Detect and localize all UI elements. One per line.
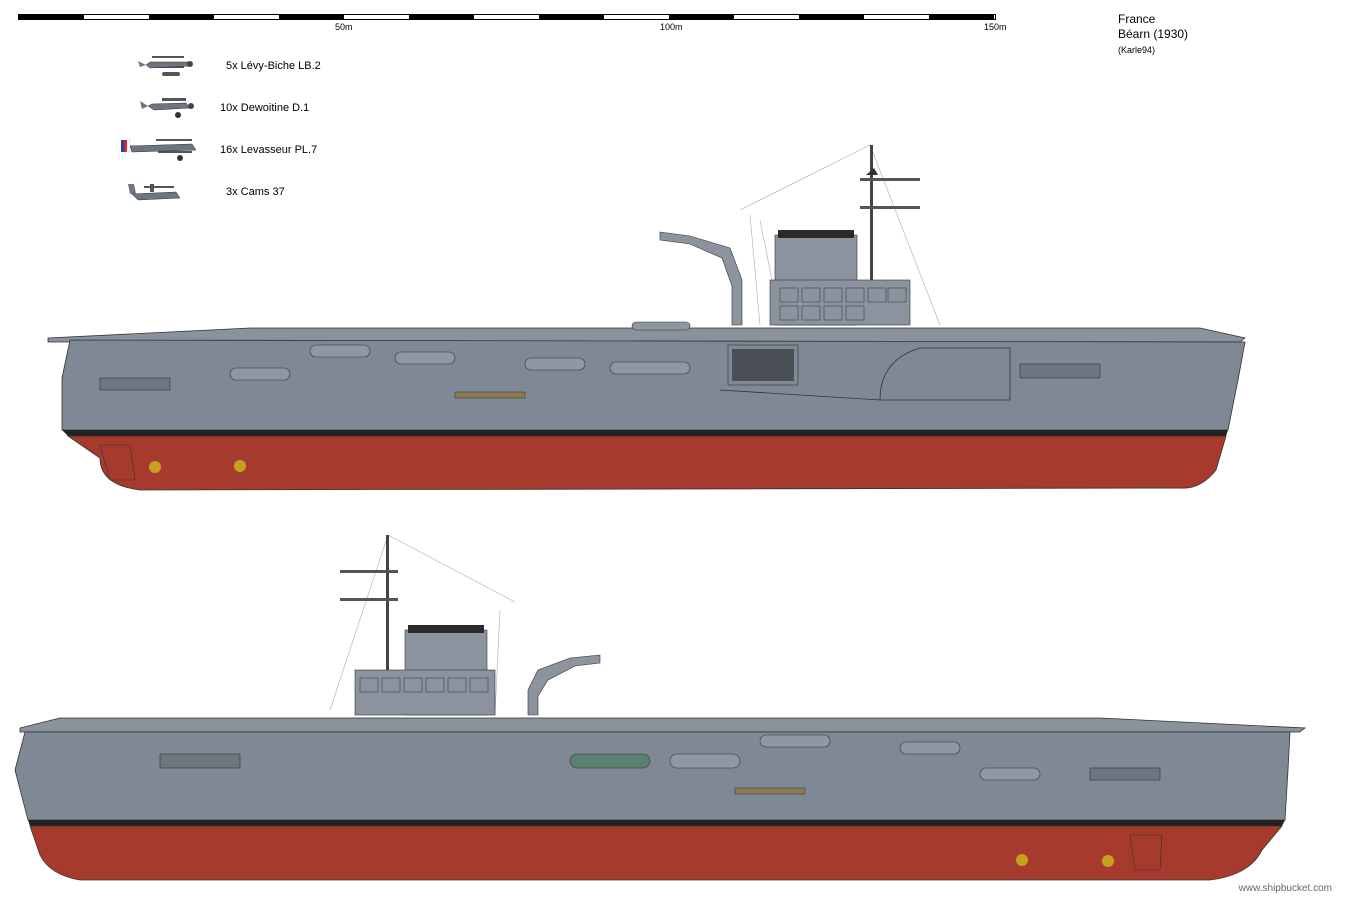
gun-casemate-fwd xyxy=(1019,363,1101,379)
ship-profile-starboard xyxy=(47,144,1246,491)
country-label: France xyxy=(1118,12,1156,26)
ship-name: Béarn (1930) xyxy=(1118,27,1189,41)
island-superstructure xyxy=(769,230,911,326)
scale-label-100m: 100m xyxy=(660,22,683,32)
ship-profile-port xyxy=(14,534,1307,881)
gun-casemate-aft xyxy=(99,377,171,391)
aircraft-label: 3x Cams 37 xyxy=(226,186,285,198)
flight-deck xyxy=(47,327,1246,343)
island-superstructure xyxy=(354,625,496,716)
aircraft-row-cams: 3x Cams 37 xyxy=(120,178,340,206)
title-block: France Béarn (1930) (Karle94) xyxy=(1118,12,1188,58)
hangar-boats xyxy=(569,734,1041,781)
rigging-lines xyxy=(739,144,941,326)
rigging-lines xyxy=(329,534,516,716)
propeller-icon xyxy=(149,461,161,473)
scale-bar xyxy=(18,14,996,20)
rudder xyxy=(99,444,136,481)
scale-label-150m: 150m xyxy=(984,22,1007,32)
aircraft-row-levy-biche: 5x Lévy-Biche LB.2 xyxy=(120,52,340,80)
tripod-mast xyxy=(340,535,398,690)
flight-deck xyxy=(19,717,1307,733)
author-label: (Karle94) xyxy=(1118,45,1156,55)
accommodation-ladder xyxy=(454,391,526,399)
credit-label: www.shipbucket.com xyxy=(1238,883,1332,894)
hull-upper xyxy=(61,339,1246,431)
hull-sponson xyxy=(719,347,1011,401)
aircraft-label: 5x Lévy-Biche LB.2 xyxy=(226,60,321,72)
aircraft-crane xyxy=(659,231,743,326)
aircraft-crane xyxy=(527,654,601,716)
monoplane-fighter-icon xyxy=(140,98,194,118)
tripod-mast xyxy=(860,145,920,295)
aircraft-label: 10x Dewoitine D.1 xyxy=(220,102,310,114)
gun-casemate-fwd xyxy=(159,753,241,769)
biplane-floatplane-icon xyxy=(138,56,193,76)
hangar-boats xyxy=(229,321,691,381)
gun-casemate-aft xyxy=(1089,767,1161,781)
ventilation-grille xyxy=(727,344,799,386)
boot-top xyxy=(28,820,1285,826)
propeller-icon xyxy=(1016,854,1028,866)
flying-boat-icon xyxy=(128,184,181,201)
underwater-hull xyxy=(66,435,1227,491)
aircraft-row-dewoitine: 10x Dewoitine D.1 xyxy=(120,94,340,122)
aircraft-row-levasseur: 16x Levasseur PL.7 xyxy=(120,136,340,164)
accommodation-ladder xyxy=(734,787,806,795)
biplane-torpedo-icon xyxy=(121,139,197,161)
propeller-icon xyxy=(234,460,246,472)
rudder xyxy=(1129,834,1163,871)
propeller-icon xyxy=(1102,855,1114,867)
underwater-hull xyxy=(29,825,1283,881)
aircraft-label: 16x Levasseur PL.7 xyxy=(220,144,318,156)
boot-top xyxy=(62,430,1228,436)
scale-label-50m: 50m xyxy=(335,22,353,32)
